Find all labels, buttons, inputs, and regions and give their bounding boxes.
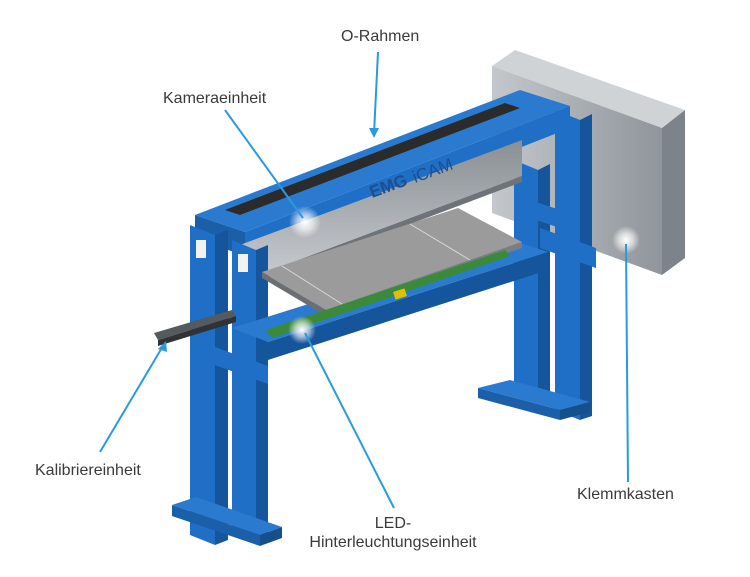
backlight-panel [262,208,522,338]
camera-highlight [289,206,321,238]
frame-front-left [172,225,282,546]
leader-led [304,332,395,509]
leader-lines [99,51,629,509]
led-highlight [288,316,316,344]
calibration-unit [154,310,236,346]
label-led-backlight: LED- Hinterleuchtungseinheit [298,514,488,552]
box-highlight [612,226,640,254]
arrow-calibration [158,341,167,352]
label-calibration-unit: Kalibriereinheit [35,462,141,479]
label-o-frame: O-Rahmen [341,28,420,45]
label-terminal-box: Klemmkasten [577,486,674,503]
leader-calibration [99,345,164,453]
leader-o-frame [373,51,379,135]
frame-rear-legs [478,110,596,420]
label-led-line1: LED- [374,515,412,532]
frame-side-details [196,200,560,272]
leader-terminal-box [625,243,629,483]
leader-camera [224,109,304,219]
label-camera-unit: Kameraeinheit [163,90,267,107]
label-led-line2: Hinterleuchtungseinheit [309,534,477,551]
arrow-o-frame [369,128,379,138]
